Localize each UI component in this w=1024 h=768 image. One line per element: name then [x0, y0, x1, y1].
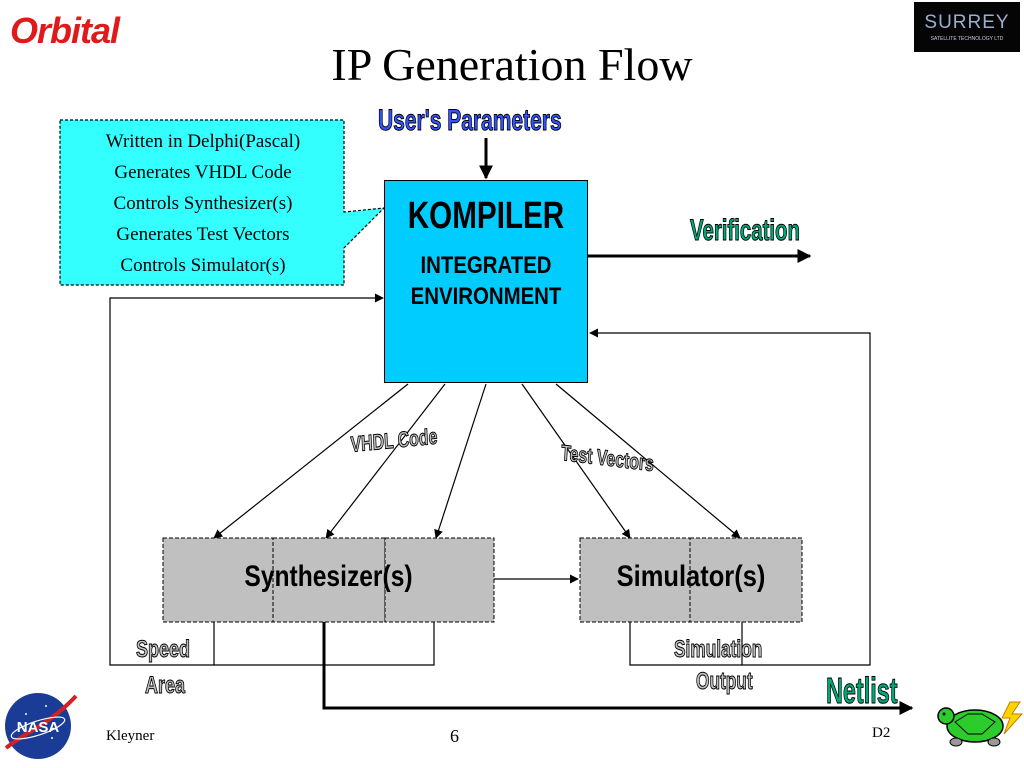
- simulation-label: Simulation: [674, 636, 763, 664]
- verification-label: Verification: [690, 214, 801, 248]
- surrey-logo-tagline: SATELLITE TECHNOLOGY LTD: [930, 36, 1004, 42]
- area-label: Area: [145, 672, 186, 700]
- simulation-bracket: [629, 622, 742, 666]
- kompiler-line-1: INTEGRATED: [420, 252, 552, 279]
- kompiler-box: KOMPILER INTEGRATED ENVIRONMENT: [384, 180, 588, 383]
- speed-label: Speed: [136, 636, 191, 664]
- callout-box: [59, 119, 386, 286]
- vhdl-arrow-2: [325, 383, 446, 539]
- speed-area-feedback-line: [109, 293, 384, 666]
- page-number: 6: [450, 726, 459, 746]
- svg-text:NASA: NASA: [17, 719, 60, 736]
- callout-line-1: Written in Delphi(Pascal): [105, 131, 301, 152]
- callout-line-3: Controls Synthesizer(s): [113, 193, 293, 214]
- synthesizer-label: Synthesizer(s): [244, 560, 413, 593]
- doc-code: D2: [872, 725, 891, 741]
- simulator-label: Simulator(s): [616, 560, 766, 593]
- synthesizer-box-2: [272, 537, 386, 623]
- turtle-icon: [937, 701, 1024, 747]
- synthesizer-box-1: [162, 537, 274, 623]
- kompiler-title: KOMPILER: [407, 195, 565, 237]
- callout-line-5: Controls Simulator(s): [120, 255, 286, 276]
- kompiler-line-2: ENVIRONMENT: [410, 283, 562, 310]
- footer-author: Kleyner: [106, 728, 155, 744]
- netlist-arrow: [322, 622, 914, 715]
- netlist-label: Netlist: [826, 670, 898, 712]
- speed-area-bracket: [214, 622, 435, 666]
- output-label: Output: [696, 668, 753, 696]
- test-vectors-arrow-2: [555, 383, 741, 539]
- callout-text: Written in Delphi(Pascal) Generates VHDL…: [62, 126, 344, 281]
- vhdl-arrow-3: [434, 383, 487, 539]
- callout-line-4: Generates Test Vectors: [116, 224, 290, 245]
- vhdl-arrow-1: [213, 383, 409, 539]
- surrey-logo-text: SURREY: [924, 12, 1010, 33]
- surrey-logo: SURREY SATELLITE TECHNOLOGY LTD: [914, 2, 1020, 52]
- nasa-logo: NASA: [4, 693, 78, 759]
- orbital-logo: Orbital: [10, 10, 120, 51]
- synthesizer-box-3: [384, 537, 495, 623]
- callout-line-2: Generates VHDL Code: [114, 162, 292, 183]
- slide-title: IP Generation Flow: [331, 39, 693, 90]
- users-parameters-label: User's Parameters: [378, 104, 562, 138]
- simulator-box-2: [689, 537, 803, 623]
- test-vectors-arrow-1: [521, 383, 631, 539]
- simulation-feedback-line: [589, 328, 871, 666]
